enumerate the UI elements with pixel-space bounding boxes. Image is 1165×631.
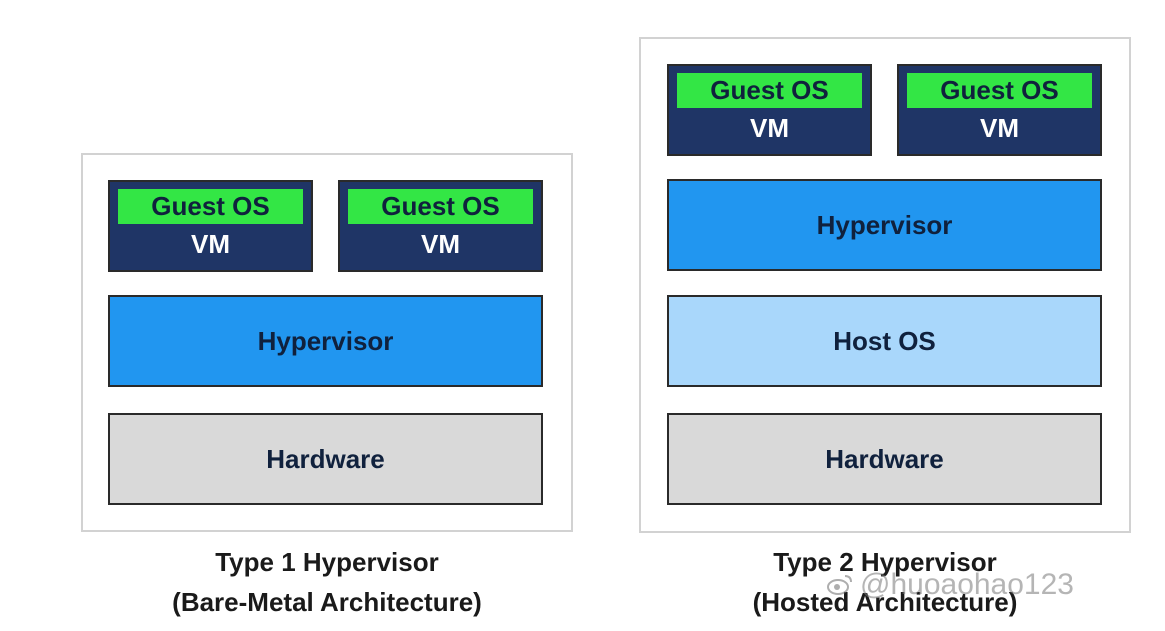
type2-host-os-layer: Host OS <box>667 295 1102 387</box>
watermark: @huoaohao123 <box>826 568 1156 602</box>
type2-caption: Type 2 Hypervisor (Hosted Architecture) <box>639 542 1131 622</box>
type1-hardware-layer: Hardware <box>108 413 543 505</box>
type1-hypervisor-layer: Hypervisor <box>108 295 543 387</box>
type1-vm-2-guest-os: Guest OS <box>348 189 533 224</box>
type1-vm-1-label: VM <box>191 229 230 259</box>
type2-vm-box-1: Guest OS VM <box>667 64 872 156</box>
type2-hypervisor-layer: Hypervisor <box>667 179 1102 271</box>
type2-vm-box-2: Guest OS VM <box>897 64 1102 156</box>
type1-vm-1-guest-os: Guest OS <box>118 189 303 224</box>
type2-vm-1-guest-os: Guest OS <box>677 73 862 108</box>
type1-caption-subtitle: (Bare-Metal Architecture) <box>172 587 482 617</box>
type1-caption-title: Type 1 Hypervisor <box>215 547 439 577</box>
weibo-logo-icon <box>827 575 852 595</box>
type2-caption-subtitle: (Hosted Architecture) <box>752 587 1018 617</box>
watermark-text: @huoaohao123 <box>860 568 1074 601</box>
type2-hardware-layer: Hardware <box>667 413 1102 505</box>
type2-vm-2-guest-os: Guest OS <box>907 73 1092 108</box>
type1-vm-2-label: VM <box>421 229 460 259</box>
type1-caption: Type 1 Hypervisor (Bare-Metal Architectu… <box>81 542 573 622</box>
type2-vm-2-label: VM <box>980 113 1019 143</box>
type2-vm-1-label: VM <box>750 113 789 143</box>
type1-vm-box-2: Guest OS VM <box>338 180 543 272</box>
type2-caption-title: Type 2 Hypervisor <box>773 547 997 577</box>
type1-vm-box-1: Guest OS VM <box>108 180 313 272</box>
